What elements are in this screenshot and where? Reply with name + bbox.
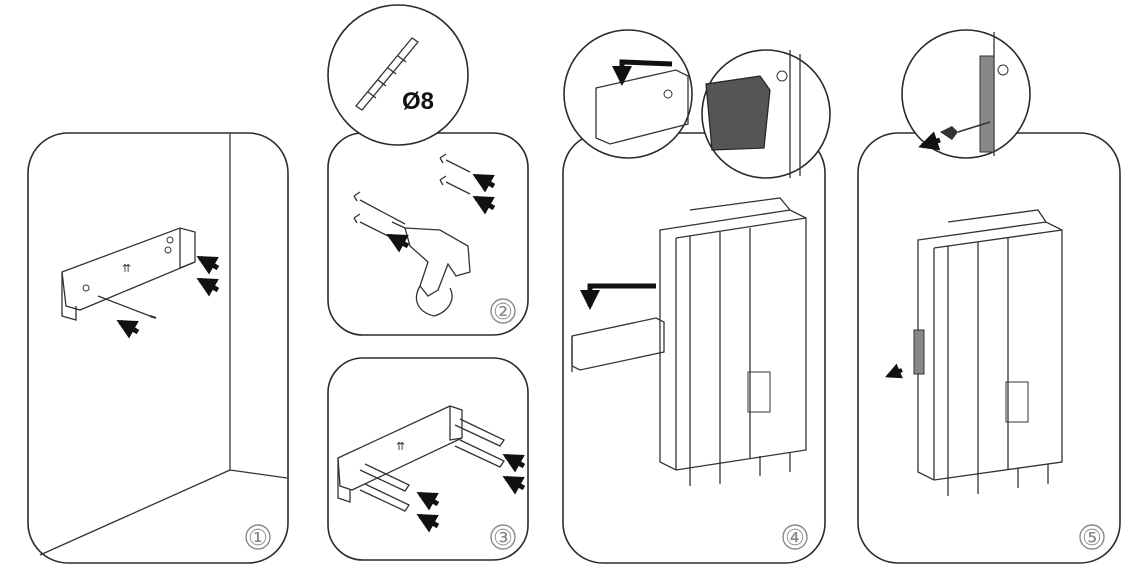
panel-step-4: ④: [562, 29, 831, 564]
arrow-icon: [918, 131, 941, 151]
mounting-bracket: [571, 317, 665, 372]
mounting-bracket: ⇈: [337, 405, 463, 503]
svg-text:⇈: ⇈: [122, 262, 131, 275]
step-number-circle: [245, 524, 271, 550]
arrow-icon: [885, 363, 903, 379]
drill-size-label: Ø8: [402, 88, 434, 115]
arrow-icon: [116, 255, 220, 339]
inverter-unit: [913, 209, 1063, 496]
step-number-3: ③: [493, 526, 513, 551]
drill-bit-icon: [355, 37, 419, 111]
drill-bit-callout: [327, 4, 469, 146]
drill-hole-marks: [353, 153, 471, 239]
svg-text:⇈: ⇈: [396, 440, 405, 453]
arrow-icon: [416, 453, 526, 533]
panel-step-3: ⇈ ③: [327, 357, 529, 561]
panel-step-5: ⑤: [857, 29, 1121, 564]
inverter-unit: [659, 197, 807, 486]
step-number-1: ①: [248, 526, 268, 551]
arrow-icon: [580, 283, 656, 310]
marking-pencil: [97, 295, 157, 319]
mounting-bracket: ⇈: [61, 227, 196, 321]
screw-anchors: [359, 418, 505, 512]
panel-step-2: Ø8 ②: [327, 4, 529, 336]
arrow-icon: [386, 173, 496, 253]
panel-step-1: ⇈ ①: [27, 132, 289, 564]
step-number-2: ②: [493, 300, 513, 325]
step-number-5: ⑤: [1082, 526, 1102, 551]
screw-callout: [901, 29, 1031, 159]
step-number-4: ④: [785, 526, 805, 551]
power-drill-icon: [391, 221, 471, 317]
